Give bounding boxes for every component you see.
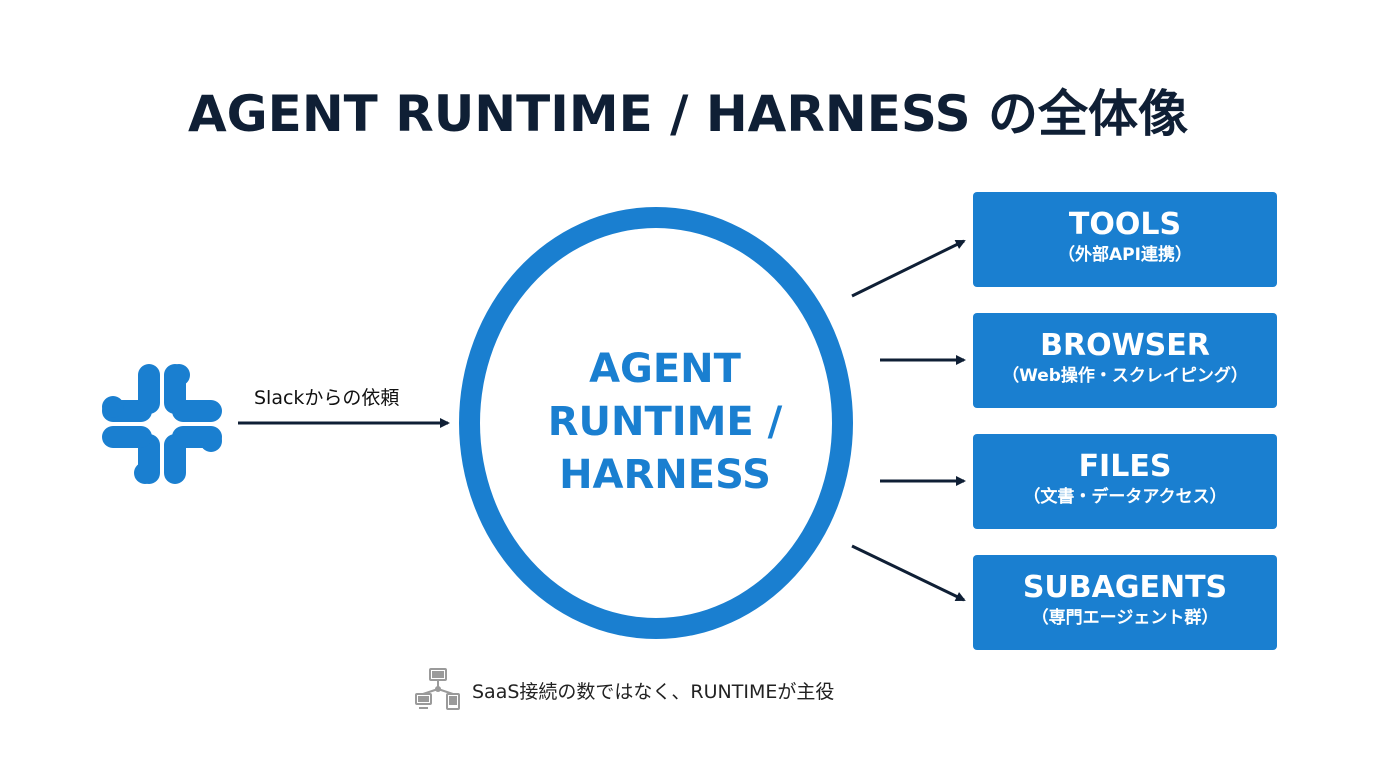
input-label: Slackからの依頼 <box>254 387 400 409</box>
capability-desc: （専門エージェント群） <box>1031 608 1219 628</box>
runtime-label: AGENT RUNTIME / HARNESS <box>470 343 860 502</box>
arrow-to-subagents <box>851 544 966 602</box>
capability-name: TOOLS <box>1068 207 1182 242</box>
capability-files: FILES （文書・データアクセス） <box>973 434 1277 529</box>
capability-subagents: SUBAGENTS （専門エージェント群） <box>973 555 1277 650</box>
capability-tools: TOOLS （外部API連携） <box>973 192 1277 287</box>
footer-text: SaaS接続の数ではなく、RUNTIMEが主役 <box>472 681 835 703</box>
runtime-label-line: HARNESS <box>559 452 771 498</box>
capability-desc: （文書・データアクセス） <box>1023 487 1227 507</box>
capability-desc: （外部API連携） <box>1058 245 1192 265</box>
capability-name: SUBAGENTS <box>1022 570 1228 605</box>
slack-logo-icon <box>102 364 222 484</box>
arrow-to-tools <box>851 239 966 298</box>
capability-name: BROWSER <box>1040 328 1210 363</box>
capability-name: FILES <box>1078 449 1172 484</box>
runtime-label-line: AGENT <box>589 346 741 392</box>
capability-browser: BROWSER （Web操作・スクレイピング） <box>973 313 1277 408</box>
page-title: AGENT RUNTIME / HARNESS の全体像 <box>187 85 1189 143</box>
capability-desc: （Web操作・スクレイピング） <box>1002 366 1248 386</box>
runtime-label-line: RUNTIME / <box>547 399 783 445</box>
network-devices-icon <box>415 668 460 710</box>
